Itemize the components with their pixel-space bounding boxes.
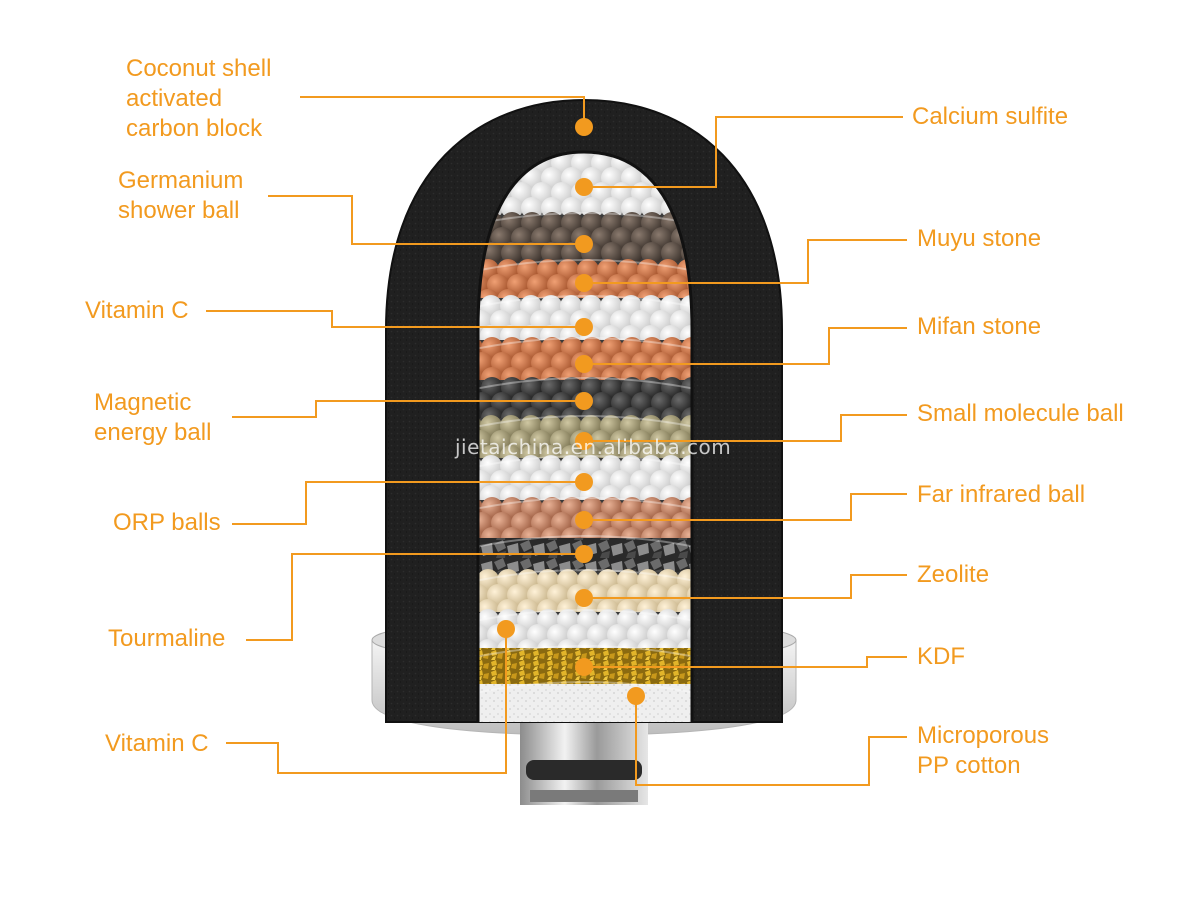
label-far-infrared: Far infrared ball	[917, 481, 1086, 508]
leader-germanium	[268, 195, 584, 245]
label-germanium: Germanium shower ball	[118, 167, 244, 224]
leader-vitaminc-top	[206, 310, 584, 328]
dot-coconut	[575, 118, 593, 136]
label-pp-cotton: Microporous PP cotton	[917, 722, 1050, 779]
label-muyu-stone: Muyu stone	[917, 225, 1042, 252]
leader-magnetic	[232, 400, 584, 418]
layer-pp-cotton	[478, 681, 692, 722]
dot-ppcotton	[627, 687, 645, 705]
dot-zeolite	[575, 589, 593, 607]
leader-kdf	[584, 656, 907, 668]
leader-zeolite	[584, 574, 907, 599]
label-vitamin-c-top: Vitamin C	[85, 297, 189, 324]
leader-mifan	[584, 327, 907, 365]
leader-lines	[206, 96, 907, 786]
label-tourmaline: Tourmaline	[108, 625, 226, 652]
dot-mifan	[575, 355, 593, 373]
label-mifan-stone: Mifan stone	[917, 313, 1042, 340]
leader-coconut	[300, 96, 585, 127]
label-magnetic: Magnetic energy ball	[94, 389, 212, 446]
dot-vitaminc-top	[575, 318, 593, 336]
label-orp: ORP balls	[113, 509, 221, 536]
leader-ppcotton	[635, 696, 907, 786]
callout-dots	[497, 118, 645, 705]
leader-smallmolecule	[584, 414, 907, 442]
dot-muyu	[575, 274, 593, 292]
dot-vitaminc-bottom	[497, 620, 515, 638]
label-calcium-sulfite: Calcium sulfite	[912, 103, 1069, 130]
label-kdf: KDF	[917, 643, 965, 670]
label-coconut-shell: Coconut shell activated carbon block	[126, 55, 272, 142]
label-small-molecule: Small molecule ball	[917, 400, 1124, 427]
leader-vitaminc-bottom	[226, 629, 507, 774]
dot-orp	[575, 473, 593, 491]
layer-mifan	[478, 337, 692, 389]
dot-smallmolecule	[575, 432, 593, 450]
leader-calcium	[584, 116, 903, 188]
dot-kdf	[575, 658, 593, 676]
dot-germanium	[575, 235, 593, 253]
leader-muyu	[584, 239, 907, 284]
layer-germanium	[478, 212, 692, 264]
watermark: jietaichina.en.alibaba.com	[455, 435, 732, 459]
dot-farinfrared	[575, 511, 593, 529]
leader-orp	[232, 481, 584, 525]
leader-tourmaline	[246, 553, 584, 641]
leader-farinfrared	[584, 493, 907, 521]
dot-tourmaline	[575, 545, 593, 563]
label-vitamin-c-bottom: Vitamin C	[105, 730, 209, 757]
dot-calcium	[575, 178, 593, 196]
label-zeolite: Zeolite	[917, 561, 990, 588]
dot-magnetic	[575, 392, 593, 410]
